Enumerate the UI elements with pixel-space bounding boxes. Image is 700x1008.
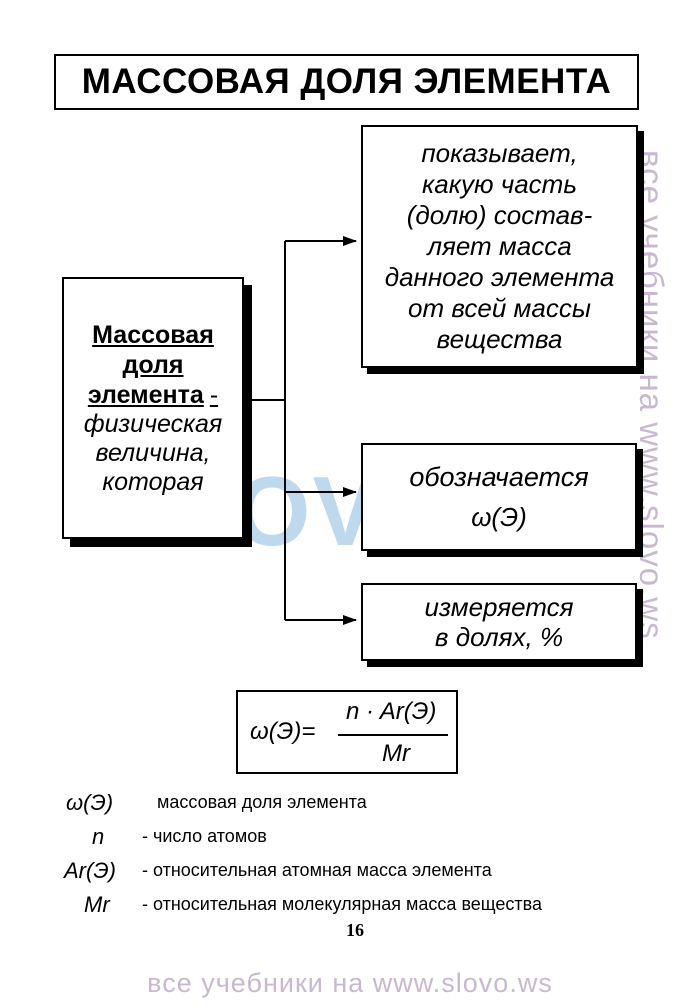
shows-line: показывает, xyxy=(421,138,578,168)
page-title: МАССОВАЯ ДОЛЯ ЭЛЕМЕНТА xyxy=(81,62,612,101)
shows-line: какую часть xyxy=(421,169,578,199)
watermark-bottom-text: все учебники на www.slovo.ws xyxy=(147,968,553,998)
term-line: доля xyxy=(122,350,184,379)
term-line: Массовая xyxy=(92,320,214,349)
denoted-label: обозначается xyxy=(409,462,589,492)
formula-box: ω(Э)= n · Ar(Э) Mr xyxy=(236,690,458,774)
shows-line: данного элемента xyxy=(384,262,615,292)
denoted-box: обозначается ω(Э) xyxy=(361,443,637,551)
shows-box: показывает, какую часть (долю) состав- л… xyxy=(361,125,638,368)
legend-symbol: Ar(Э) xyxy=(64,858,116,883)
denoted-symbol: ω(Э) xyxy=(471,502,527,532)
term-line-text: элемента xyxy=(87,380,204,409)
definition-box: Массовая доля элемента- физическая велич… xyxy=(62,277,244,539)
rest-line: которая xyxy=(102,467,204,496)
legend-text: - относительная атомная масса элемента xyxy=(142,860,492,880)
title-frame: МАССОВАЯ ДОЛЯ ЭЛЕМЕНТА xyxy=(54,54,639,110)
shows-line: от всей массы xyxy=(408,293,591,323)
definition-rest: физическая величина, которая xyxy=(84,410,222,497)
shows-line: вещества xyxy=(436,324,563,354)
measured-text: измеряется в долях, % xyxy=(424,592,573,652)
definition-term: Массовая доля элемента- xyxy=(88,320,218,410)
formula-denominator: Mr xyxy=(382,740,410,767)
legend-symbol: n xyxy=(92,824,105,849)
measured-line: измеряется xyxy=(424,592,574,622)
legend-symbol: ω(Э) xyxy=(66,790,114,815)
shows-line: (долю) состав- xyxy=(406,200,593,230)
legend-text: - число атомов xyxy=(142,826,267,846)
shows-text: показывает, какую часть (долю) состав- л… xyxy=(385,138,615,355)
rest-line: физическая xyxy=(83,409,223,438)
legend-symbol: Mr xyxy=(84,892,110,917)
legend-text: - относительная молекулярная масса вещес… xyxy=(142,894,543,914)
legend-text: массовая доля элемента xyxy=(157,792,367,812)
term-dash: - xyxy=(209,380,219,409)
formula-numerator: n · Ar(Э) xyxy=(346,698,437,725)
term-line: элемента- xyxy=(88,380,218,410)
measured-line: в долях, % xyxy=(434,622,564,652)
fraction-bar xyxy=(338,734,448,736)
page-number: 16 xyxy=(346,920,364,940)
measured-box: измеряется в долях, % xyxy=(361,583,637,661)
formula-lhs: ω(Э)= xyxy=(250,718,316,745)
shows-line: ляет масса xyxy=(427,231,572,261)
rest-line: величина, xyxy=(95,438,211,467)
